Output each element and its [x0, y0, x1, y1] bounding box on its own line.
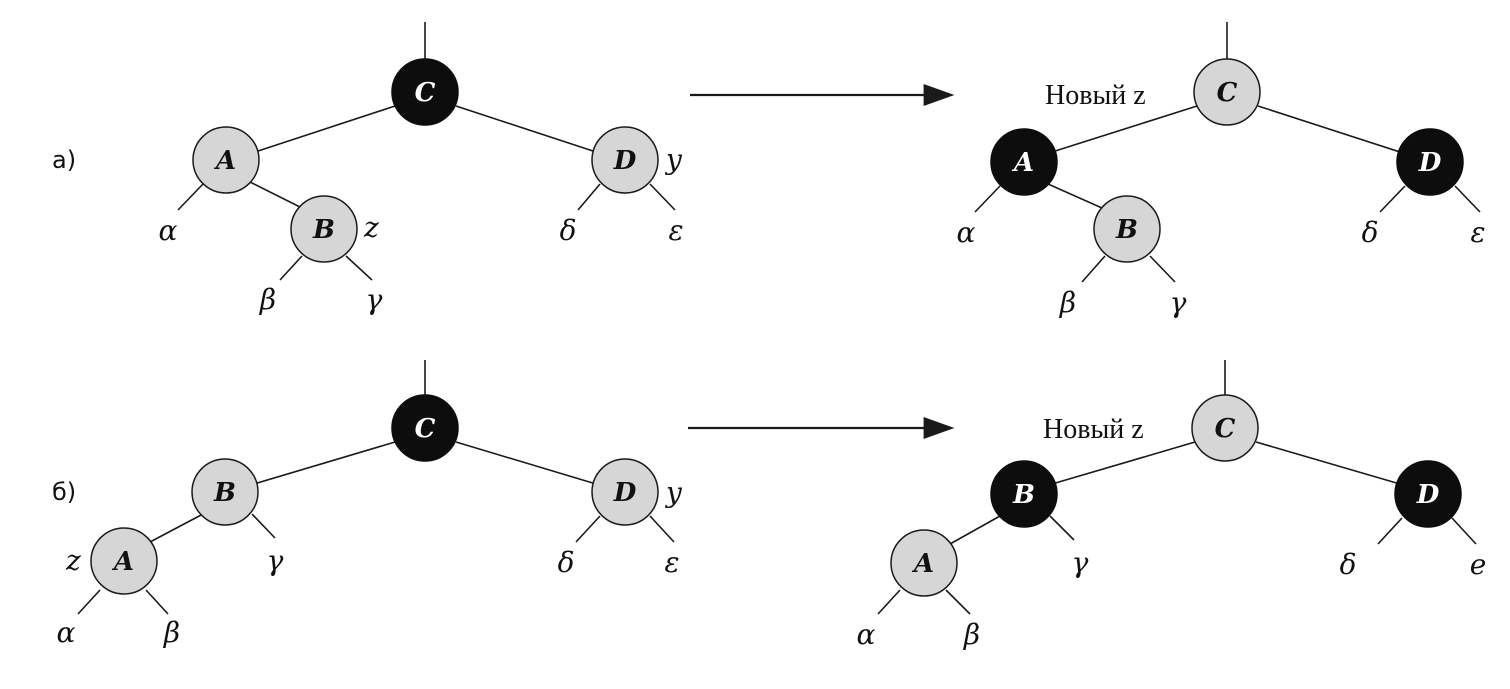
new-z-label: Новый z — [1043, 414, 1144, 445]
leaf-beta: β — [1059, 286, 1076, 319]
node-b: B — [191, 458, 259, 526]
node-b: B — [1093, 195, 1161, 263]
edge-d-delta — [1379, 185, 1406, 213]
edge-a-b — [1047, 183, 1103, 209]
case-b-label: б) — [52, 478, 76, 506]
leaf-epsilon: ε — [1470, 216, 1485, 249]
leaf-epsilon: ε — [668, 214, 683, 247]
case-a-before-tree: C A B D z y α β γ δ ε — [159, 22, 684, 316]
node-d-label: D — [613, 478, 637, 508]
leaf-delta: δ — [1362, 216, 1379, 249]
node-d: D — [1396, 128, 1464, 196]
edge-b-beta — [279, 255, 303, 281]
node-b-label: B — [1115, 215, 1138, 245]
edge-b-a — [149, 513, 204, 543]
edge-b-beta — [1081, 255, 1106, 283]
node-b-label: B — [213, 478, 236, 508]
edge-a-alpha — [77, 589, 101, 615]
edge-c-a — [254, 105, 396, 153]
edge-a-alpha — [877, 589, 901, 615]
node-c-label: C — [1217, 78, 1238, 108]
edge-b-gamma — [1049, 515, 1075, 541]
leaf-alpha: α — [857, 618, 876, 651]
new-z-label: Новый z — [1045, 80, 1146, 111]
node-b-label: B — [1012, 480, 1035, 510]
leaf-gamma: γ — [267, 544, 284, 577]
node-a: A — [192, 126, 260, 194]
node-b: B — [290, 195, 358, 263]
node-b: B — [990, 460, 1058, 528]
node-d: D — [591, 458, 659, 526]
edge-d-delta — [1377, 517, 1403, 545]
edge-c-a — [1051, 105, 1198, 153]
node-c-label: C — [1215, 414, 1236, 444]
edge-c-d — [455, 105, 597, 153]
leaf-gamma: γ — [1170, 286, 1187, 319]
node-a-label: A — [111, 547, 134, 577]
edge-d-epsilon — [649, 515, 675, 543]
leaf-beta: β — [163, 616, 180, 649]
edge-d-epsilon — [1454, 185, 1481, 213]
node-d: D — [1394, 460, 1462, 528]
case-b-before-tree: C B A D z y α β γ δ ε — [57, 360, 683, 649]
node-c: C — [1191, 394, 1259, 462]
leaf-alpha: α — [57, 616, 76, 649]
tag-z: z — [363, 211, 379, 244]
edge-d-delta — [577, 183, 601, 211]
edge-c-d — [1255, 441, 1401, 485]
node-a: A — [990, 128, 1058, 196]
leaf-delta: δ — [558, 546, 575, 579]
node-c-label: C — [415, 78, 436, 108]
node-d-label: D — [1416, 480, 1440, 510]
node-c: C — [1193, 58, 1261, 126]
node-a: A — [890, 529, 958, 597]
edge-a-alpha — [177, 183, 204, 211]
node-a-label: A — [213, 146, 236, 176]
leaf-delta: δ — [1340, 548, 1357, 581]
node-c: C — [391, 58, 459, 126]
node-c: C — [391, 394, 459, 462]
node-a-label: A — [1011, 148, 1034, 178]
edge-c-b — [1051, 441, 1196, 485]
node-d-label: D — [613, 146, 637, 176]
edge-c-d — [455, 441, 597, 485]
node-a: A — [90, 527, 158, 595]
tag-y: y — [664, 476, 683, 509]
edge-b-gamma — [345, 255, 373, 281]
node-b-label: B — [312, 215, 335, 245]
leaf-delta: δ — [560, 214, 577, 247]
edge-d-epsilon — [1451, 517, 1477, 545]
node-a-label: A — [911, 549, 934, 579]
node-d-label: D — [1418, 148, 1442, 178]
leaf-alpha: α — [957, 216, 976, 249]
edge-a-beta — [945, 589, 971, 615]
edge-d-epsilon — [649, 183, 676, 211]
leaf-beta: β — [259, 283, 276, 316]
leaf-epsilon: e — [1470, 548, 1487, 581]
tag-z: z — [65, 544, 81, 577]
case-b-after-tree: C B A D Новый z α β γ δ e — [857, 360, 1487, 651]
leaf-alpha: α — [159, 214, 178, 247]
case-a-label: а) — [52, 146, 76, 174]
leaf-gamma: γ — [366, 283, 383, 316]
node-c-label: C — [415, 414, 436, 444]
leaf-gamma: γ — [1072, 546, 1089, 579]
tag-y: y — [664, 143, 683, 176]
edge-a-beta — [145, 589, 169, 615]
edge-a-b — [249, 181, 301, 208]
edge-c-b — [253, 441, 396, 485]
edge-b-a — [949, 515, 1001, 545]
edge-b-gamma — [251, 513, 276, 539]
edge-a-alpha — [974, 185, 1001, 213]
edge-c-d — [1257, 105, 1401, 153]
leaf-beta: β — [963, 618, 980, 651]
edge-b-gamma — [1149, 255, 1176, 283]
edge-d-delta — [575, 515, 601, 543]
node-d: D — [591, 126, 659, 194]
leaf-epsilon: ε — [664, 546, 679, 579]
case-a-after-tree: C A B D Новый z α β γ δ ε — [957, 22, 1486, 319]
